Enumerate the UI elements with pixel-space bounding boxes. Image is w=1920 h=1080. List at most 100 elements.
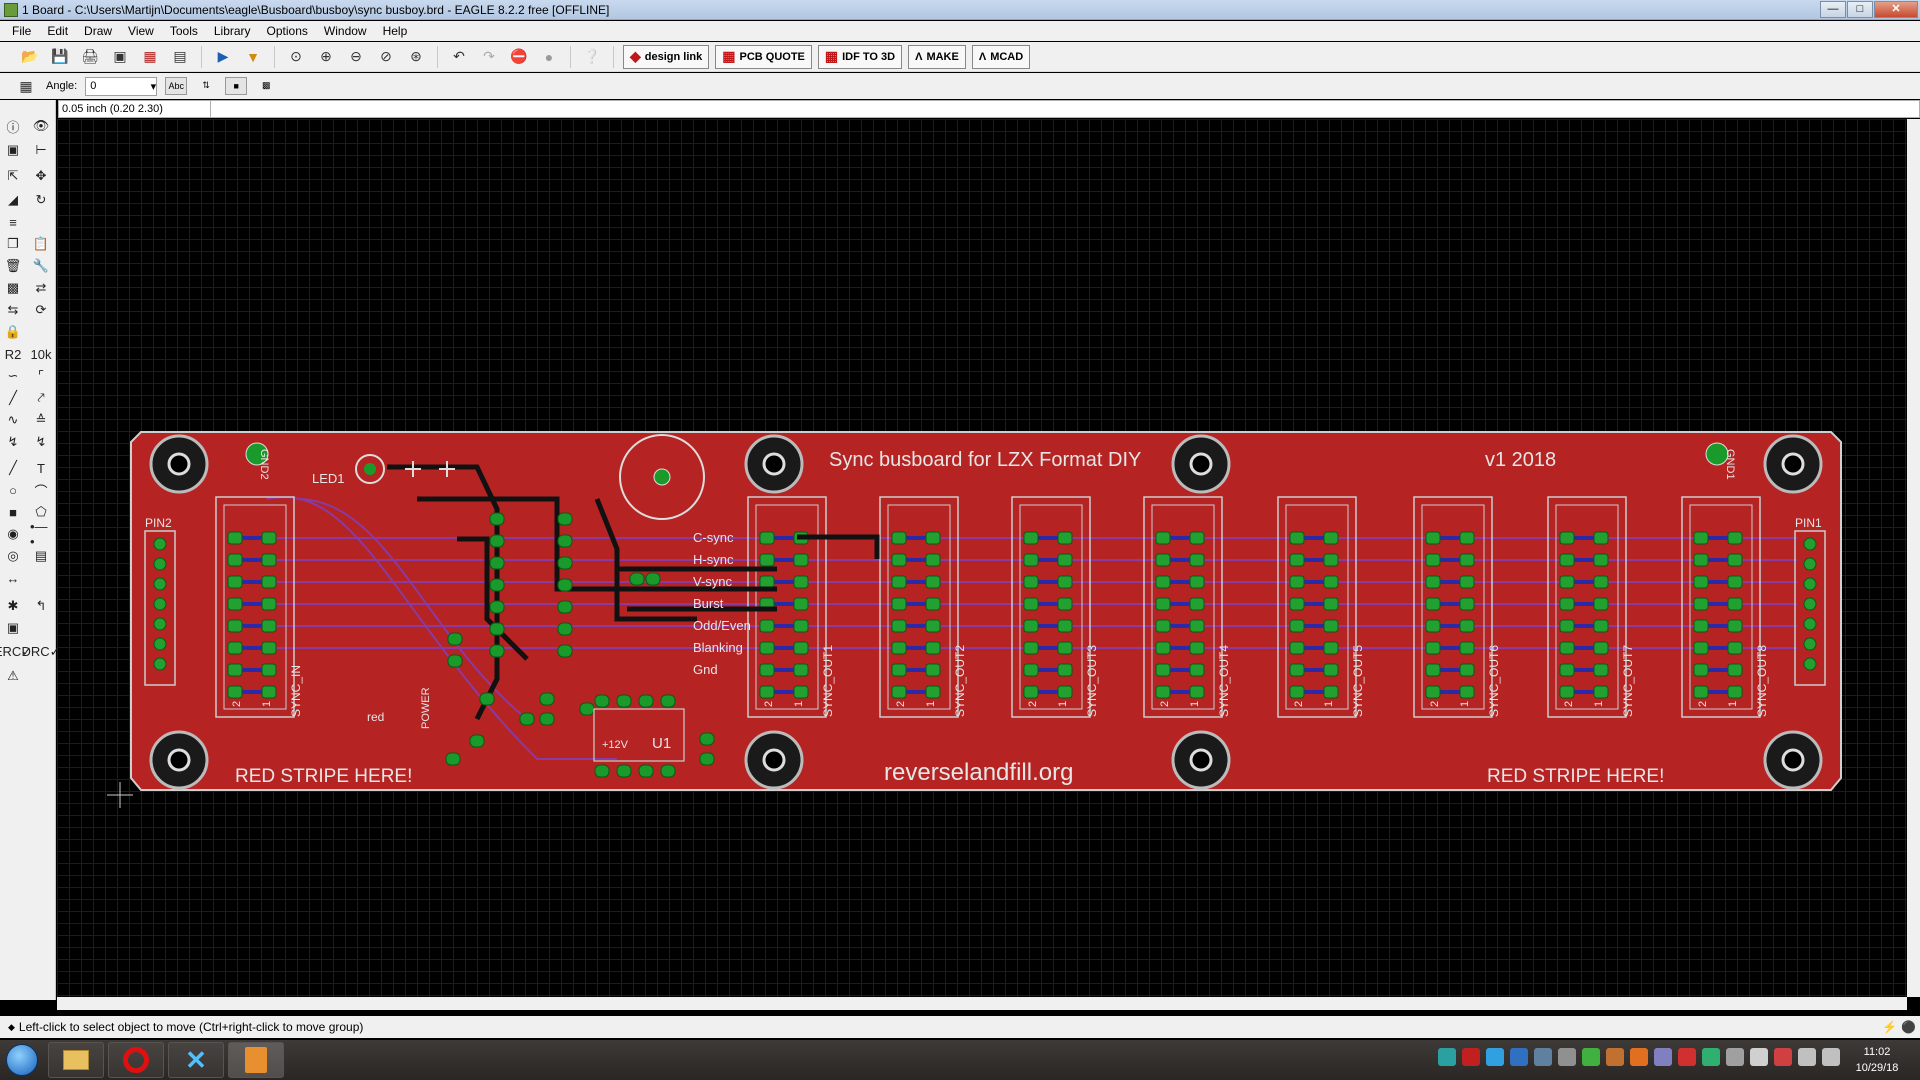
script-icon[interactable]: ▶ [217,48,229,64]
tray-icon[interactable] [1486,1048,1504,1066]
mark-icon[interactable]: ⊢ [35,142,47,157]
move-icon[interactable]: ✥ [35,168,47,183]
name-icon[interactable]: R2 [4,346,22,362]
zoom-fit-icon[interactable]: ⊙ [290,48,302,64]
polygon-icon[interactable]: ⬠ [35,504,47,519]
rotate-icon[interactable]: ↻ [35,192,47,207]
lock-rotate-icon[interactable]: ⟳ [35,302,47,317]
board-icon[interactable]: ▣ [6,620,20,635]
signal-icon[interactable]: •—• [30,519,48,549]
taskbar-explorer[interactable] [48,1042,104,1078]
copy-icon[interactable]: ❐ [7,236,19,251]
route-icon[interactable]: ╱ [9,390,17,405]
network-icon[interactable] [1798,1048,1816,1066]
zoom-out-icon[interactable]: ⊖ [350,48,362,64]
minimize-button[interactable]: — [1820,1,1846,18]
go-icon[interactable]: ● [544,48,554,65]
volume-icon[interactable] [1822,1048,1840,1066]
ulp-run-icon[interactable]: ▼ [246,48,260,65]
command-line-input[interactable] [211,101,1919,117]
tray-icon[interactable] [1462,1048,1480,1066]
print-icon[interactable]: 🖨 [81,48,99,64]
tray-icon[interactable] [1774,1048,1792,1066]
menu-library[interactable]: Library [213,24,251,38]
tray-icon[interactable] [1678,1048,1696,1066]
zoom-select-icon[interactable]: ⊛ [410,48,422,64]
autoroute-icon[interactable]: ↯ [7,434,19,449]
autorouter-icon[interactable]: ↰ [35,598,47,613]
tray-icon[interactable] [1582,1048,1600,1066]
attribute-icon[interactable]: ▤ [34,548,48,563]
clock[interactable]: 11:02 10/29/18 [1842,1044,1912,1076]
layer-icon[interactable]: ▣ [6,142,20,157]
designlink-button[interactable]: ◆design link [623,44,710,69]
via-icon[interactable]: ◉ [7,526,19,541]
menu-edit[interactable]: Edit [47,24,69,38]
meander-icon[interactable]: ∿ [7,412,19,427]
layer-view-icon[interactable]: ■ [225,77,248,95]
circle-icon[interactable]: ○ [9,482,17,498]
tray-icon[interactable] [1606,1048,1624,1066]
ulp-icon[interactable]: ▤ [173,48,187,64]
tray-icon[interactable] [1534,1048,1552,1066]
pcb-quote-button[interactable]: ▦PCB QUOTE [715,44,812,69]
taskbar-eagle[interactable] [228,1042,284,1078]
layer-grid-icon[interactable]: ▩ [261,80,271,90]
swap-icon[interactable]: ⇆ [7,302,19,317]
errors-icon[interactable]: ⚠ [7,668,19,683]
lightning-icon[interactable]: ⚡ [1882,1020,1898,1034]
tray-icon[interactable] [1702,1048,1720,1066]
open-icon[interactable]: 📂 [21,48,39,64]
menu-window[interactable]: Window [323,24,367,38]
multi-route-icon[interactable]: ≙ [35,412,47,427]
menu-options[interactable]: Options [266,24,308,38]
tray-icon[interactable] [1630,1048,1648,1066]
menu-draw[interactable]: Draw [84,24,113,38]
delete-icon[interactable]: 🗑 [4,258,22,273]
maximize-button[interactable]: □ [1847,1,1873,18]
zoom-redraw-icon[interactable]: ⊘ [380,48,392,64]
taskbar-xming[interactable]: ✕ [168,1042,224,1078]
arc-icon[interactable]: ⌒ [34,483,48,499]
horizontal-scrollbar[interactable] [57,997,1907,1010]
drc-icon[interactable]: DRC✓ [21,644,61,659]
stop-icon[interactable]: ⛔ [510,48,528,64]
mirror-icon[interactable]: ◢ [8,192,18,207]
taskbar-opera[interactable] [108,1042,164,1078]
miter-icon[interactable]: ⌜ [37,368,45,383]
replace-icon[interactable]: ⇄ [35,280,47,295]
menu-help[interactable]: Help [382,24,408,38]
start-button[interactable] [0,1040,44,1080]
menu-file[interactable]: File [12,24,32,38]
line-icon[interactable]: ╱ [9,460,17,475]
change-icon[interactable]: 🔧 [32,258,50,273]
vertical-scrollbar[interactable] [1907,119,1920,997]
ripup-icon[interactable]: ⤤ [37,390,45,405]
select-icon[interactable]: ⇱ [7,168,19,183]
tray-icon[interactable] [1726,1048,1744,1066]
split-icon[interactable]: ∽ [7,368,19,383]
value-icon[interactable]: 10k [30,346,52,362]
angle-select[interactable]: 0▾ [85,76,158,96]
align-icon[interactable]: ≡ [9,214,17,230]
save-icon[interactable]: 💾 [51,48,69,64]
ratsnest-icon[interactable]: ✱ [7,598,19,613]
optimize-icon[interactable]: ↯ [35,434,47,449]
tray-icon[interactable] [1438,1048,1456,1066]
help-icon[interactable]: ❔ [583,48,601,64]
show-icon[interactable]: 👁 [32,118,50,133]
paste-icon[interactable]: 📋 [32,236,50,251]
dimension-icon[interactable]: ↔ [6,570,20,586]
menu-view[interactable]: View [128,24,154,38]
text-spin-icon[interactable]: Abc [165,77,188,95]
add-icon[interactable]: ▩ [6,280,20,295]
lock-icon[interactable]: 🔒 [4,324,22,339]
info-icon[interactable]: ⓘ [6,119,20,135]
redo-icon[interactable]: ↷ [483,48,495,64]
grid-icon[interactable]: ▦ [19,77,33,94]
cam-icon[interactable]: ▣ [113,48,127,64]
undo-icon[interactable]: ↶ [453,48,465,64]
